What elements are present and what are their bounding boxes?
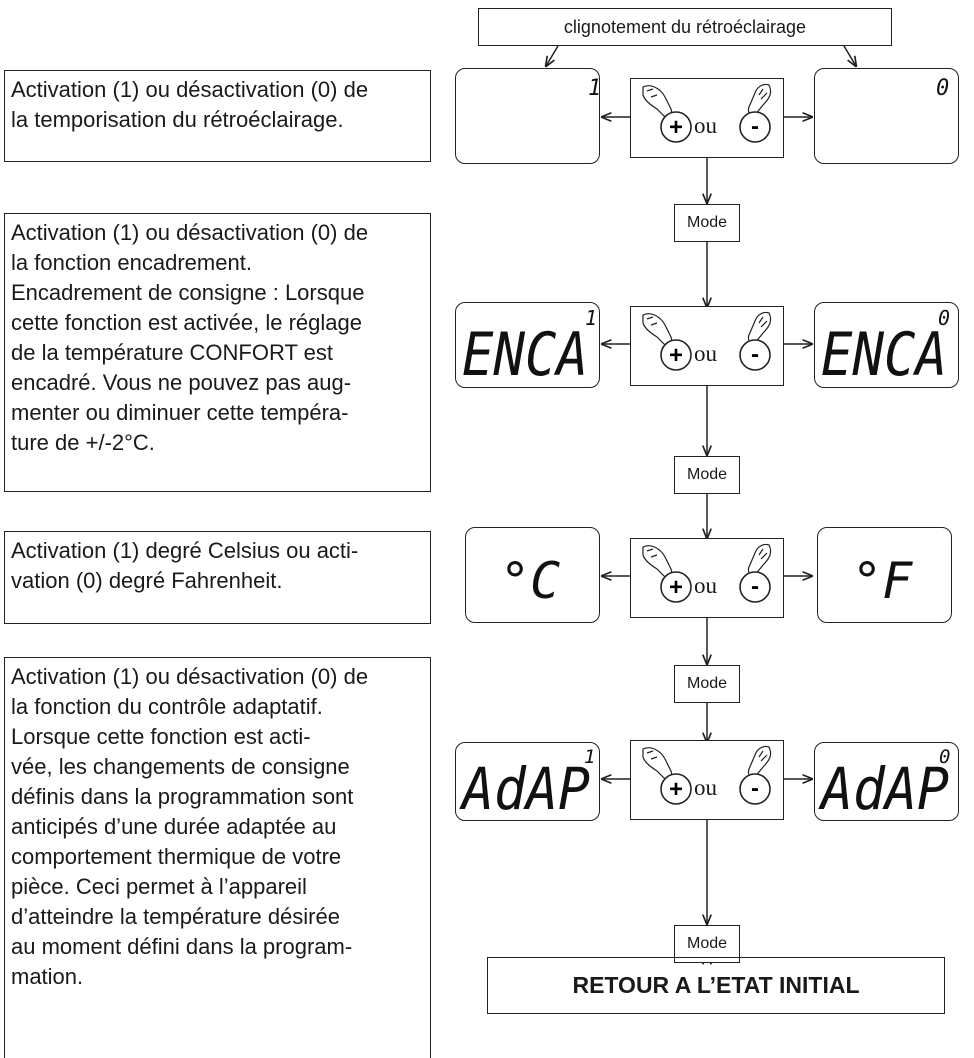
lcd-screen: 0 (936, 76, 949, 101)
lcd-screen: ENCA 1 (462, 306, 597, 390)
lcd-screen: °C (500, 552, 560, 610)
description-line: définis dans la programmation sont (11, 784, 354, 809)
lcd-screen: ENCA 0 (821, 306, 950, 390)
description-line: Lorsque cette fonction est acti- (11, 724, 311, 749)
lcd-flag: 0 (938, 306, 950, 330)
or-label: ou (694, 113, 717, 138)
lcd-segment-text: ENCA (821, 320, 947, 389)
description-line: d’atteindre la température désirée (11, 904, 340, 929)
description-line: comportement thermique de votre (11, 844, 342, 869)
description-line: vée, les changements de consigne (11, 754, 350, 779)
minus-icon: - (751, 113, 759, 140)
plus-minus-panel[interactable]: + - ou (630, 78, 784, 158)
description-temperature-unit: Activation (1) degré Celsius ou acti- va… (4, 531, 431, 624)
plus-minus-panel[interactable]: + - ou (630, 538, 784, 618)
description-line: Activation (1) degré Celsius ou acti- (11, 538, 359, 563)
description-line: la temporisation du rétroéclairage. (11, 107, 344, 132)
description-line: mation. (11, 964, 84, 989)
description-encadrement: Activation (1) ou désactivation (0) de l… (4, 213, 431, 492)
description-line: pièce. Ceci permet à l’appareil (11, 874, 307, 899)
hand-press-icon: + - (642, 83, 772, 143)
hand-press-icon: + - (642, 543, 772, 603)
description-line: au moment défini dans la program- (11, 934, 353, 959)
lcd-encadrement-off: ENCA 0 (814, 302, 959, 390)
lcd-flag: 0 (939, 746, 950, 768)
lcd-flag: 1 (585, 306, 597, 330)
lcd-segment-text: AdAP (459, 755, 590, 822)
backlight-blink-label: clignotement du rétroéclairage (478, 8, 892, 46)
minus-icon: - (751, 775, 759, 802)
lcd-segment-text: °C (500, 552, 560, 610)
hand-press-icon: + - (642, 311, 772, 371)
lcd-backlight-on: 1 (455, 68, 601, 164)
lcd-screen: AdAP 1 (459, 746, 595, 823)
description-line: vation (0) degré Fahrenheit. (11, 568, 283, 593)
lcd-adaptive-off: AdAP 0 (814, 742, 959, 823)
description-line: de la température CONFORT est (11, 340, 333, 365)
plus-icon: + (669, 776, 683, 803)
minus-icon: - (751, 341, 759, 368)
lcd-segment-text: AdAP (818, 755, 949, 822)
or-label: ou (694, 573, 717, 598)
description-line: la fonction encadrement. (11, 250, 252, 275)
description-line: la fonction du contrôle adaptatif. (11, 694, 323, 719)
lcd-screen: AdAP 0 (818, 746, 950, 823)
hand-press-icon: + - (642, 745, 772, 805)
lcd-segment-text: °F (852, 552, 913, 610)
return-initial-state: RETOUR A L’ETAT INITIAL (487, 957, 945, 1014)
lcd-encadrement-on: ENCA 1 (455, 302, 600, 390)
mode-button[interactable]: Mode (674, 204, 740, 242)
lcd-adaptive-on: AdAP 1 (455, 742, 600, 823)
plus-icon: + (669, 114, 683, 141)
description-line: encadré. Vous ne pouvez pas aug- (11, 370, 352, 395)
plus-minus-panel[interactable]: + - ou (630, 306, 784, 386)
lcd-screen: 1 (588, 76, 601, 101)
plus-minus-panel[interactable]: + - ou (630, 740, 784, 820)
mode-button[interactable]: Mode (674, 925, 740, 963)
minus-icon: - (751, 573, 759, 600)
description-line: Activation (1) ou désactivation (0) de (11, 220, 369, 245)
description-line: Activation (1) ou désactivation (0) de (11, 664, 369, 689)
description-line: cette fonction est activée, le réglage (11, 310, 362, 335)
lcd-celsius: °C (465, 527, 600, 623)
lcd-flag: 1 (584, 746, 595, 768)
or-label: ou (694, 775, 717, 800)
description-line: anticipés d’une durée adaptée au (11, 814, 337, 839)
lcd-fahrenheit: °F (817, 527, 952, 623)
description-line: Activation (1) ou désactivation (0) de (11, 77, 369, 102)
mode-button[interactable]: Mode (674, 456, 740, 494)
lcd-backlight-off: 0 (814, 68, 959, 164)
or-label: ou (694, 341, 717, 366)
plus-icon: + (669, 342, 683, 369)
description-line: menter ou diminuer cette tempéra- (11, 400, 349, 425)
lcd-flag: 0 (936, 76, 949, 101)
mode-button[interactable]: Mode (674, 665, 740, 703)
description-adaptive-control: Activation (1) ou désactivation (0) de l… (4, 657, 431, 1058)
description-line: ture de +/-2°C. (11, 430, 155, 455)
description-backlight-timer: Activation (1) ou désactivation (0) de l… (4, 70, 431, 162)
plus-icon: + (669, 574, 683, 601)
lcd-flag: 1 (588, 76, 601, 101)
lcd-screen: °F (852, 552, 913, 610)
description-line: Encadrement de consigne : Lorsque (11, 280, 365, 305)
lcd-segment-text: ENCA (462, 320, 588, 389)
